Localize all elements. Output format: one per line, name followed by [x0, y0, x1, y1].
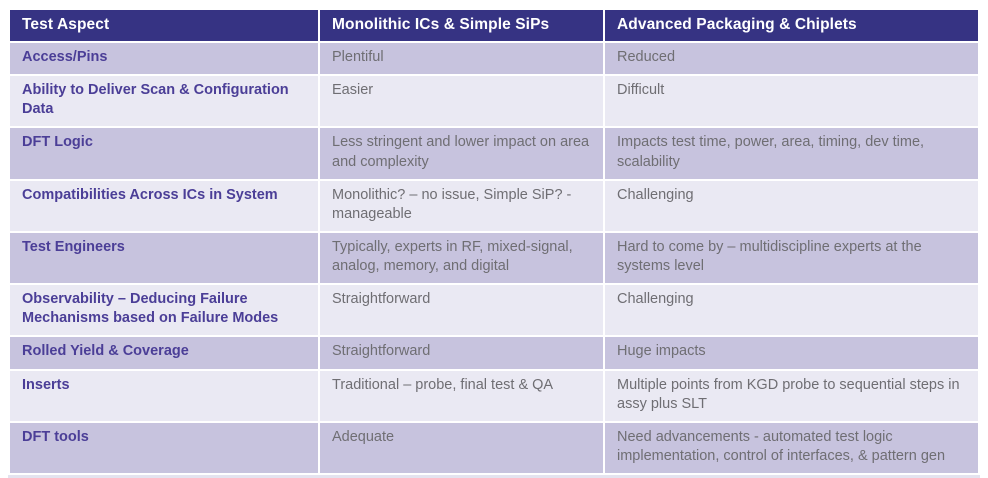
header-row: Test Aspect Monolithic ICs & Simple SiPs… [10, 10, 978, 41]
cell-advanced: Difficult [605, 76, 978, 127]
test-aspect-comparison-table: Test Aspect Monolithic ICs & Simple SiPs… [8, 8, 980, 475]
table-row: Access/Pins Plentiful Reduced [10, 43, 978, 75]
cell-monolithic: Adequate [320, 422, 603, 473]
cell-advanced: Hard to come by – multidiscipline expert… [605, 232, 978, 284]
cell-advanced: Huge impacts [605, 337, 978, 369]
cell-aspect: DFT Logic [10, 128, 318, 179]
cell-aspect: Observability – Deducing Failure Mechani… [10, 285, 318, 336]
cell-advanced: Multiple points from KGD probe to sequen… [605, 370, 978, 421]
table-row: Inserts Traditional – probe, final test … [10, 370, 978, 421]
comparison-table-container: Test Aspect Monolithic ICs & Simple SiPs… [8, 8, 980, 478]
table-row: Compatibilities Across ICs in System Mon… [10, 180, 978, 231]
cell-advanced: Challenging [605, 180, 978, 231]
cell-aspect: Compatibilities Across ICs in System [10, 180, 318, 231]
table-row: DFT Logic Less stringent and lower impac… [10, 128, 978, 179]
column-header-monolithic: Monolithic ICs & Simple SiPs [320, 10, 603, 41]
column-header-test-aspect: Test Aspect [10, 10, 318, 41]
cell-advanced: Reduced [605, 43, 978, 75]
table-row: Rolled Yield & Coverage Straightforward … [10, 337, 978, 369]
cell-monolithic: Easier [320, 76, 603, 127]
cell-advanced: Challenging [605, 285, 978, 336]
table-row: DFT tools Adequate Need advancements - a… [10, 422, 978, 473]
cell-monolithic: Monolithic? – no issue, Simple SiP? - ma… [320, 180, 603, 231]
cell-aspect: Inserts [10, 370, 318, 421]
cell-monolithic: Typically, experts in RF, mixed-signal, … [320, 232, 603, 284]
cell-monolithic: Less stringent and lower impact on area … [320, 128, 603, 179]
cell-monolithic: Traditional – probe, final test & QA [320, 370, 603, 421]
cell-aspect: Test Engineers [10, 232, 318, 284]
cell-aspect: Access/Pins [10, 43, 318, 75]
table-row: Test Engineers Typically, experts in RF,… [10, 232, 978, 284]
cell-aspect: DFT tools [10, 422, 318, 473]
cell-monolithic: Straightforward [320, 337, 603, 369]
table-row: Ability to Deliver Scan & Configuration … [10, 76, 978, 127]
table-row: Observability – Deducing Failure Mechani… [10, 285, 978, 336]
cell-aspect: Rolled Yield & Coverage [10, 337, 318, 369]
cell-monolithic: Straightforward [320, 285, 603, 336]
cell-advanced: Need advancements - automated test logic… [605, 422, 978, 473]
cell-monolithic: Plentiful [320, 43, 603, 75]
cell-aspect: Ability to Deliver Scan & Configuration … [10, 76, 318, 127]
column-header-advanced: Advanced Packaging & Chiplets [605, 10, 978, 41]
cell-advanced: Impacts test time, power, area, timing, … [605, 128, 978, 179]
